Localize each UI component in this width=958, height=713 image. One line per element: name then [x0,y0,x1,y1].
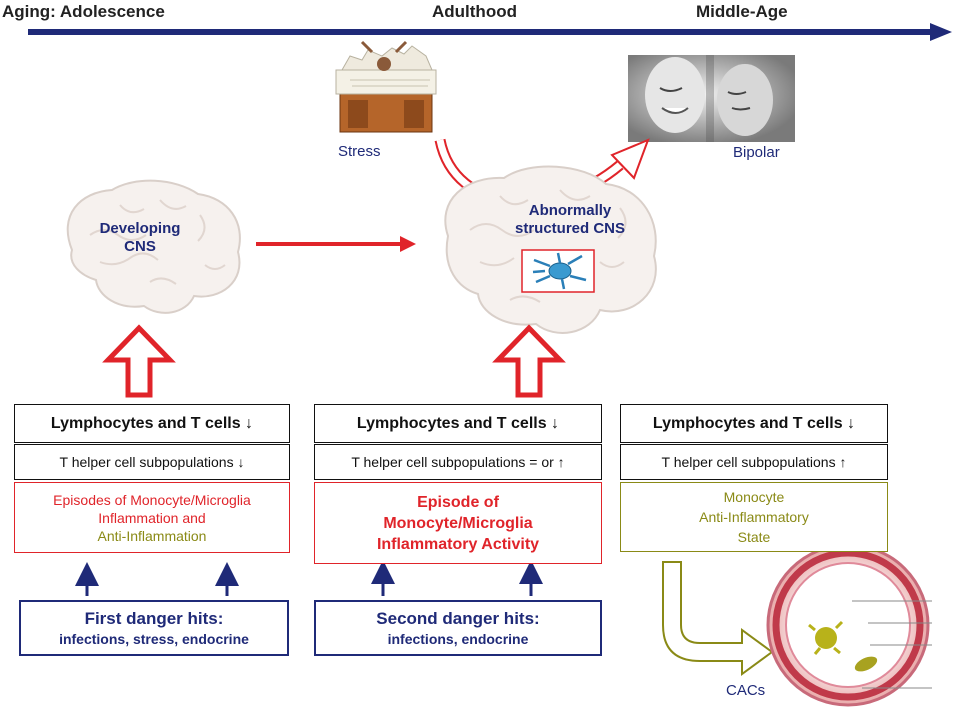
development-arrow [256,236,416,252]
middle-hollow-up-arrow [492,324,566,398]
left-hollow-up-arrow [102,324,176,398]
t-helper-box-adulthood: T helper cell subpopulations = or ↑ [314,444,602,480]
bipolar-photo [628,55,795,142]
t-helper-box-middle-age: T helper cell subpopulations ↑ [620,444,888,480]
cacs-label: CACs [726,682,766,699]
monocyte-to-vessel-arrow [662,561,774,676]
second-danger-hits-box: Second danger hits: infections, endocrin… [314,600,602,656]
inflammation-box-adolescence: Episodes of Monocyte/Microglia Inflammat… [14,482,290,553]
abnormal-cns-label: Abnormally structured CNS [514,202,626,237]
microglia-cell-icon [532,252,587,290]
timeline-arrow [28,23,952,41]
bipolar-label: Bipolar [733,144,780,161]
developing-brain-illustration [66,179,241,314]
cac-cell-icon [808,620,878,672]
timeline-stage-adolescence: Aging: Adolescence [2,2,165,21]
lymphocytes-box-middle-age: Lymphocytes and T cells ↓ [620,404,888,443]
danger-up-arrows [75,560,543,596]
abnormal-brain-illustration [444,165,657,334]
developing-cns-label: Developing CNS [99,220,181,255]
timeline-stage-middle-age: Middle-Age [696,2,788,21]
stress-label: Stress [338,143,381,160]
lymphocytes-box-adulthood: Lymphocytes and T cells ↓ [314,404,602,443]
lymphocytes-box-adolescence: Lymphocytes and T cells ↓ [14,404,290,443]
anti-inflammatory-box-middle-age: Monocyte Anti-Inflammatory State [620,482,888,552]
first-danger-hits-box: First danger hits: infections, stress, e… [19,600,289,656]
t-helper-box-adolescence: T helper cell subpopulations ↓ [14,444,290,480]
timeline-stage-adulthood: Adulthood [432,2,517,21]
inflammation-box-adulthood: Episode of Monocyte/Microglia Inflammato… [314,482,602,564]
stress-illustration [335,40,437,133]
vessel-cross-section [766,543,932,707]
